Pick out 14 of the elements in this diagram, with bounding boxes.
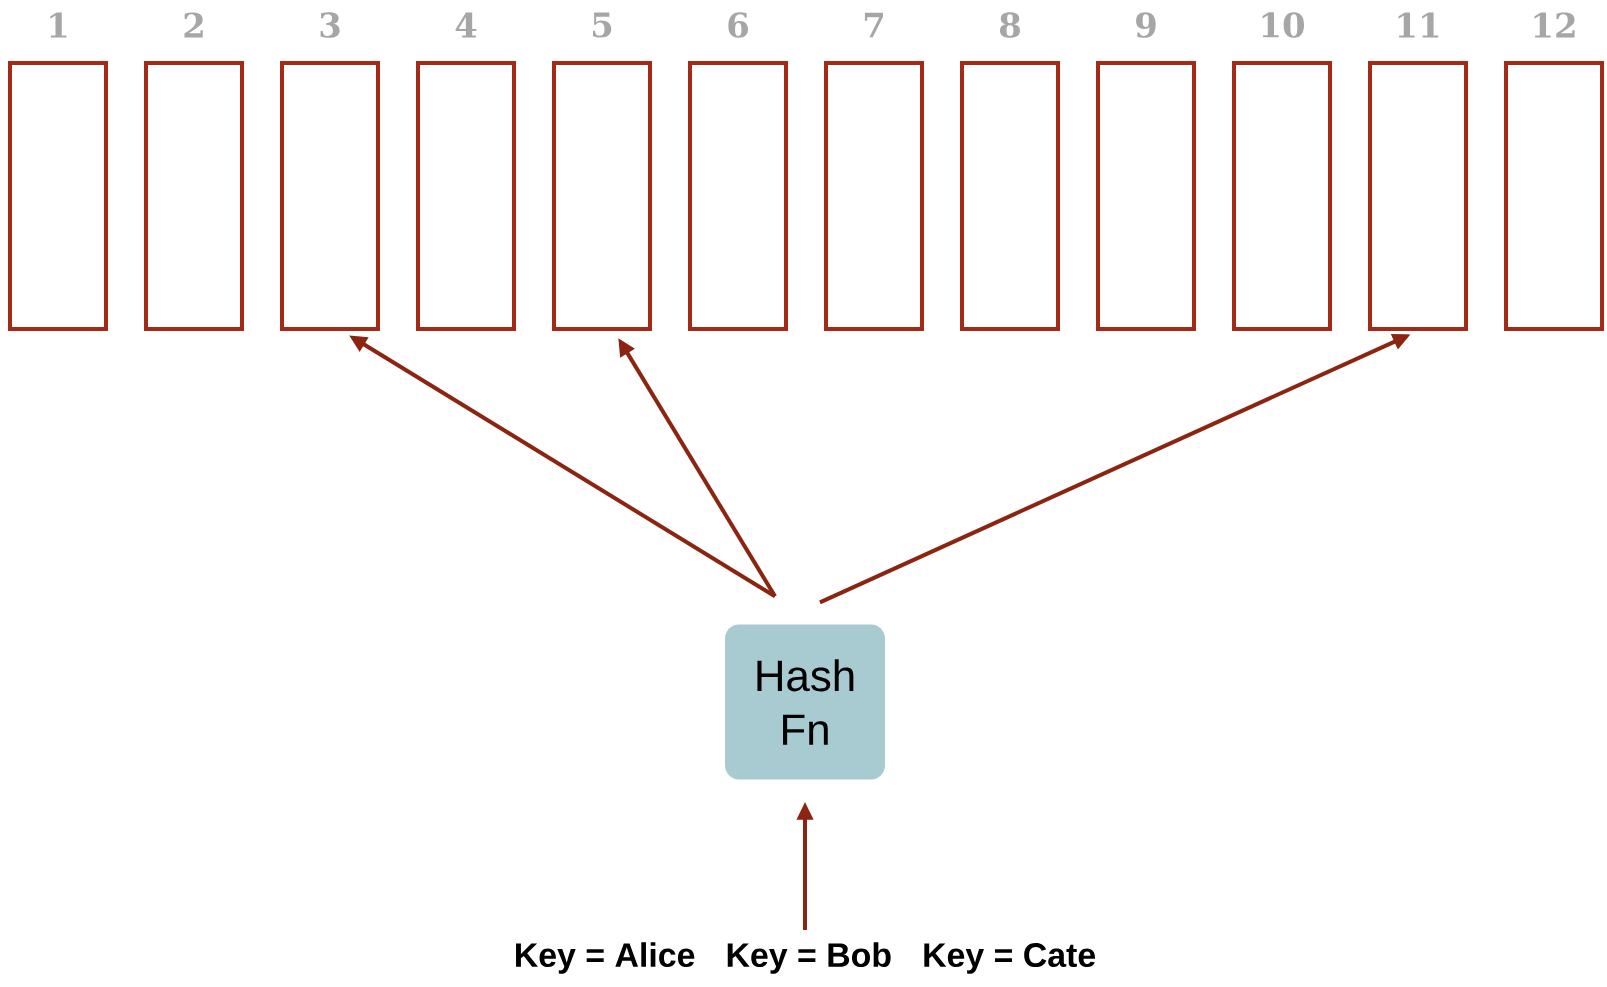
- bin-number: 7: [864, 12, 883, 38]
- bin-number: 4: [455, 12, 477, 38]
- bin-number: 8: [1000, 12, 1020, 38]
- bin-number: 12: [1534, 12, 1575, 38]
- key-text: Key = Alice Key = Bob Key = Cate: [516, 942, 1096, 974]
- bin-number: 5: [593, 12, 612, 38]
- bin-number: 10: [1262, 12, 1304, 38]
- bin-number: 9: [1136, 12, 1156, 38]
- bin-number: 2: [184, 12, 203, 38]
- bin-number: 3: [320, 12, 340, 38]
- bin-number: 1: [50, 12, 67, 38]
- process-box: Hash Fn: [725, 624, 885, 780]
- bin-number: 11: [1398, 12, 1439, 38]
- bin-number: 6: [728, 12, 748, 38]
